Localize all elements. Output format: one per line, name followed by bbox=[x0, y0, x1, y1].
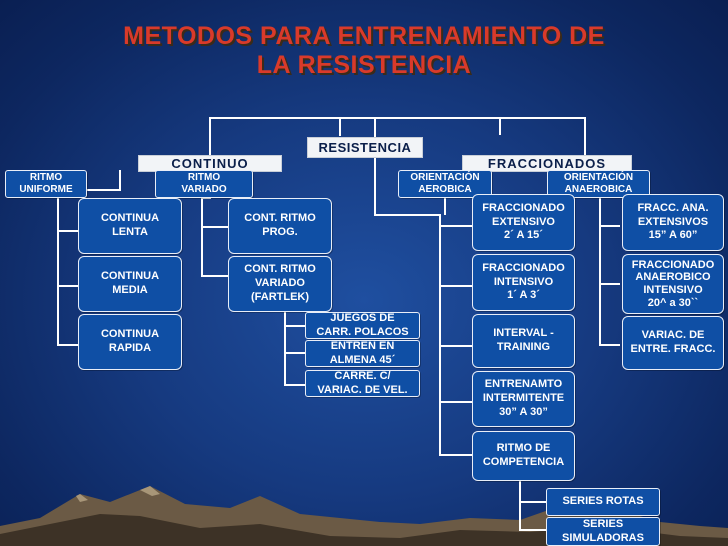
fraccionado-anaerobico-intensivo-box: FRACCIONADO ANAEROBICO INTENSIVO 20^ a 3… bbox=[622, 254, 724, 314]
resistencia-box: RESISTENCIA bbox=[307, 137, 423, 158]
continuo-header: CONTINUO bbox=[138, 155, 282, 172]
continua-rapida-box: CONTINUA RAPIDA bbox=[78, 314, 182, 370]
variac-entre-fracc-box: VARIAC. DE ENTRE. FRACC. bbox=[622, 316, 724, 370]
fracc-ana-extensivos-box: FRACC. ANA. EXTENSIVOS 15” A 60” bbox=[622, 194, 724, 251]
interval-training-box: INTERVAL - TRAINING bbox=[472, 314, 575, 368]
fraccionados-header: FRACCIONADOS bbox=[462, 155, 632, 172]
fraccionado-extensivo-box: FRACCIONADO EXTENSIVO 2´ A 15´ bbox=[472, 194, 575, 251]
series-rotas-box: SERIES ROTAS bbox=[546, 488, 660, 516]
continua-media-box: CONTINUA MEDIA bbox=[78, 256, 182, 312]
ritmo-competencia-box: RITMO DE COMPETENCIA bbox=[472, 431, 575, 481]
orientacion-anaerobica-box: ORIENTACIÓN ANAEROBICA bbox=[547, 170, 650, 198]
continua-lenta-box: CONTINUA LENTA bbox=[78, 198, 182, 254]
carre-variac-vel-box: CARRE. C/ VARIAC. DE VEL. bbox=[305, 370, 420, 397]
series-simuladoras-box: SERIES SIMULADORAS bbox=[546, 517, 660, 546]
page-title: METODOS PARA ENTRENAMIENTO DE LA RESISTE… bbox=[0, 22, 728, 80]
juegos-carr-polacos-box: JUEGOS DE CARR. POLACOS bbox=[305, 312, 420, 339]
orientacion-aerobica-box: ORIENTACIÓN AEROBICA bbox=[398, 170, 492, 198]
ritmo-uniforme-box: RITMO UNIFORME bbox=[5, 170, 87, 198]
fraccionado-intensivo-box: FRACCIONADO INTENSIVO 1´ A 3´ bbox=[472, 254, 575, 311]
entren-almena-box: ENTREN EN ALMENA 45´ bbox=[305, 340, 420, 367]
cont-ritmo-prog-box: CONT. RITMO PROG. bbox=[228, 198, 332, 254]
cont-ritmo-variado-box: CONT. RITMO VARIADO (FARTLEK) bbox=[228, 256, 332, 312]
entrenamto-intermitente-box: ENTRENAMTO INTERMITENTE 30” A 30” bbox=[472, 371, 575, 427]
title-line-1: METODOS PARA ENTRENAMIENTO DE bbox=[123, 22, 605, 50]
title-line-2: LA RESISTENCIA bbox=[256, 51, 472, 79]
ritmo-variado-box: RITMO VARIADO bbox=[155, 170, 253, 198]
